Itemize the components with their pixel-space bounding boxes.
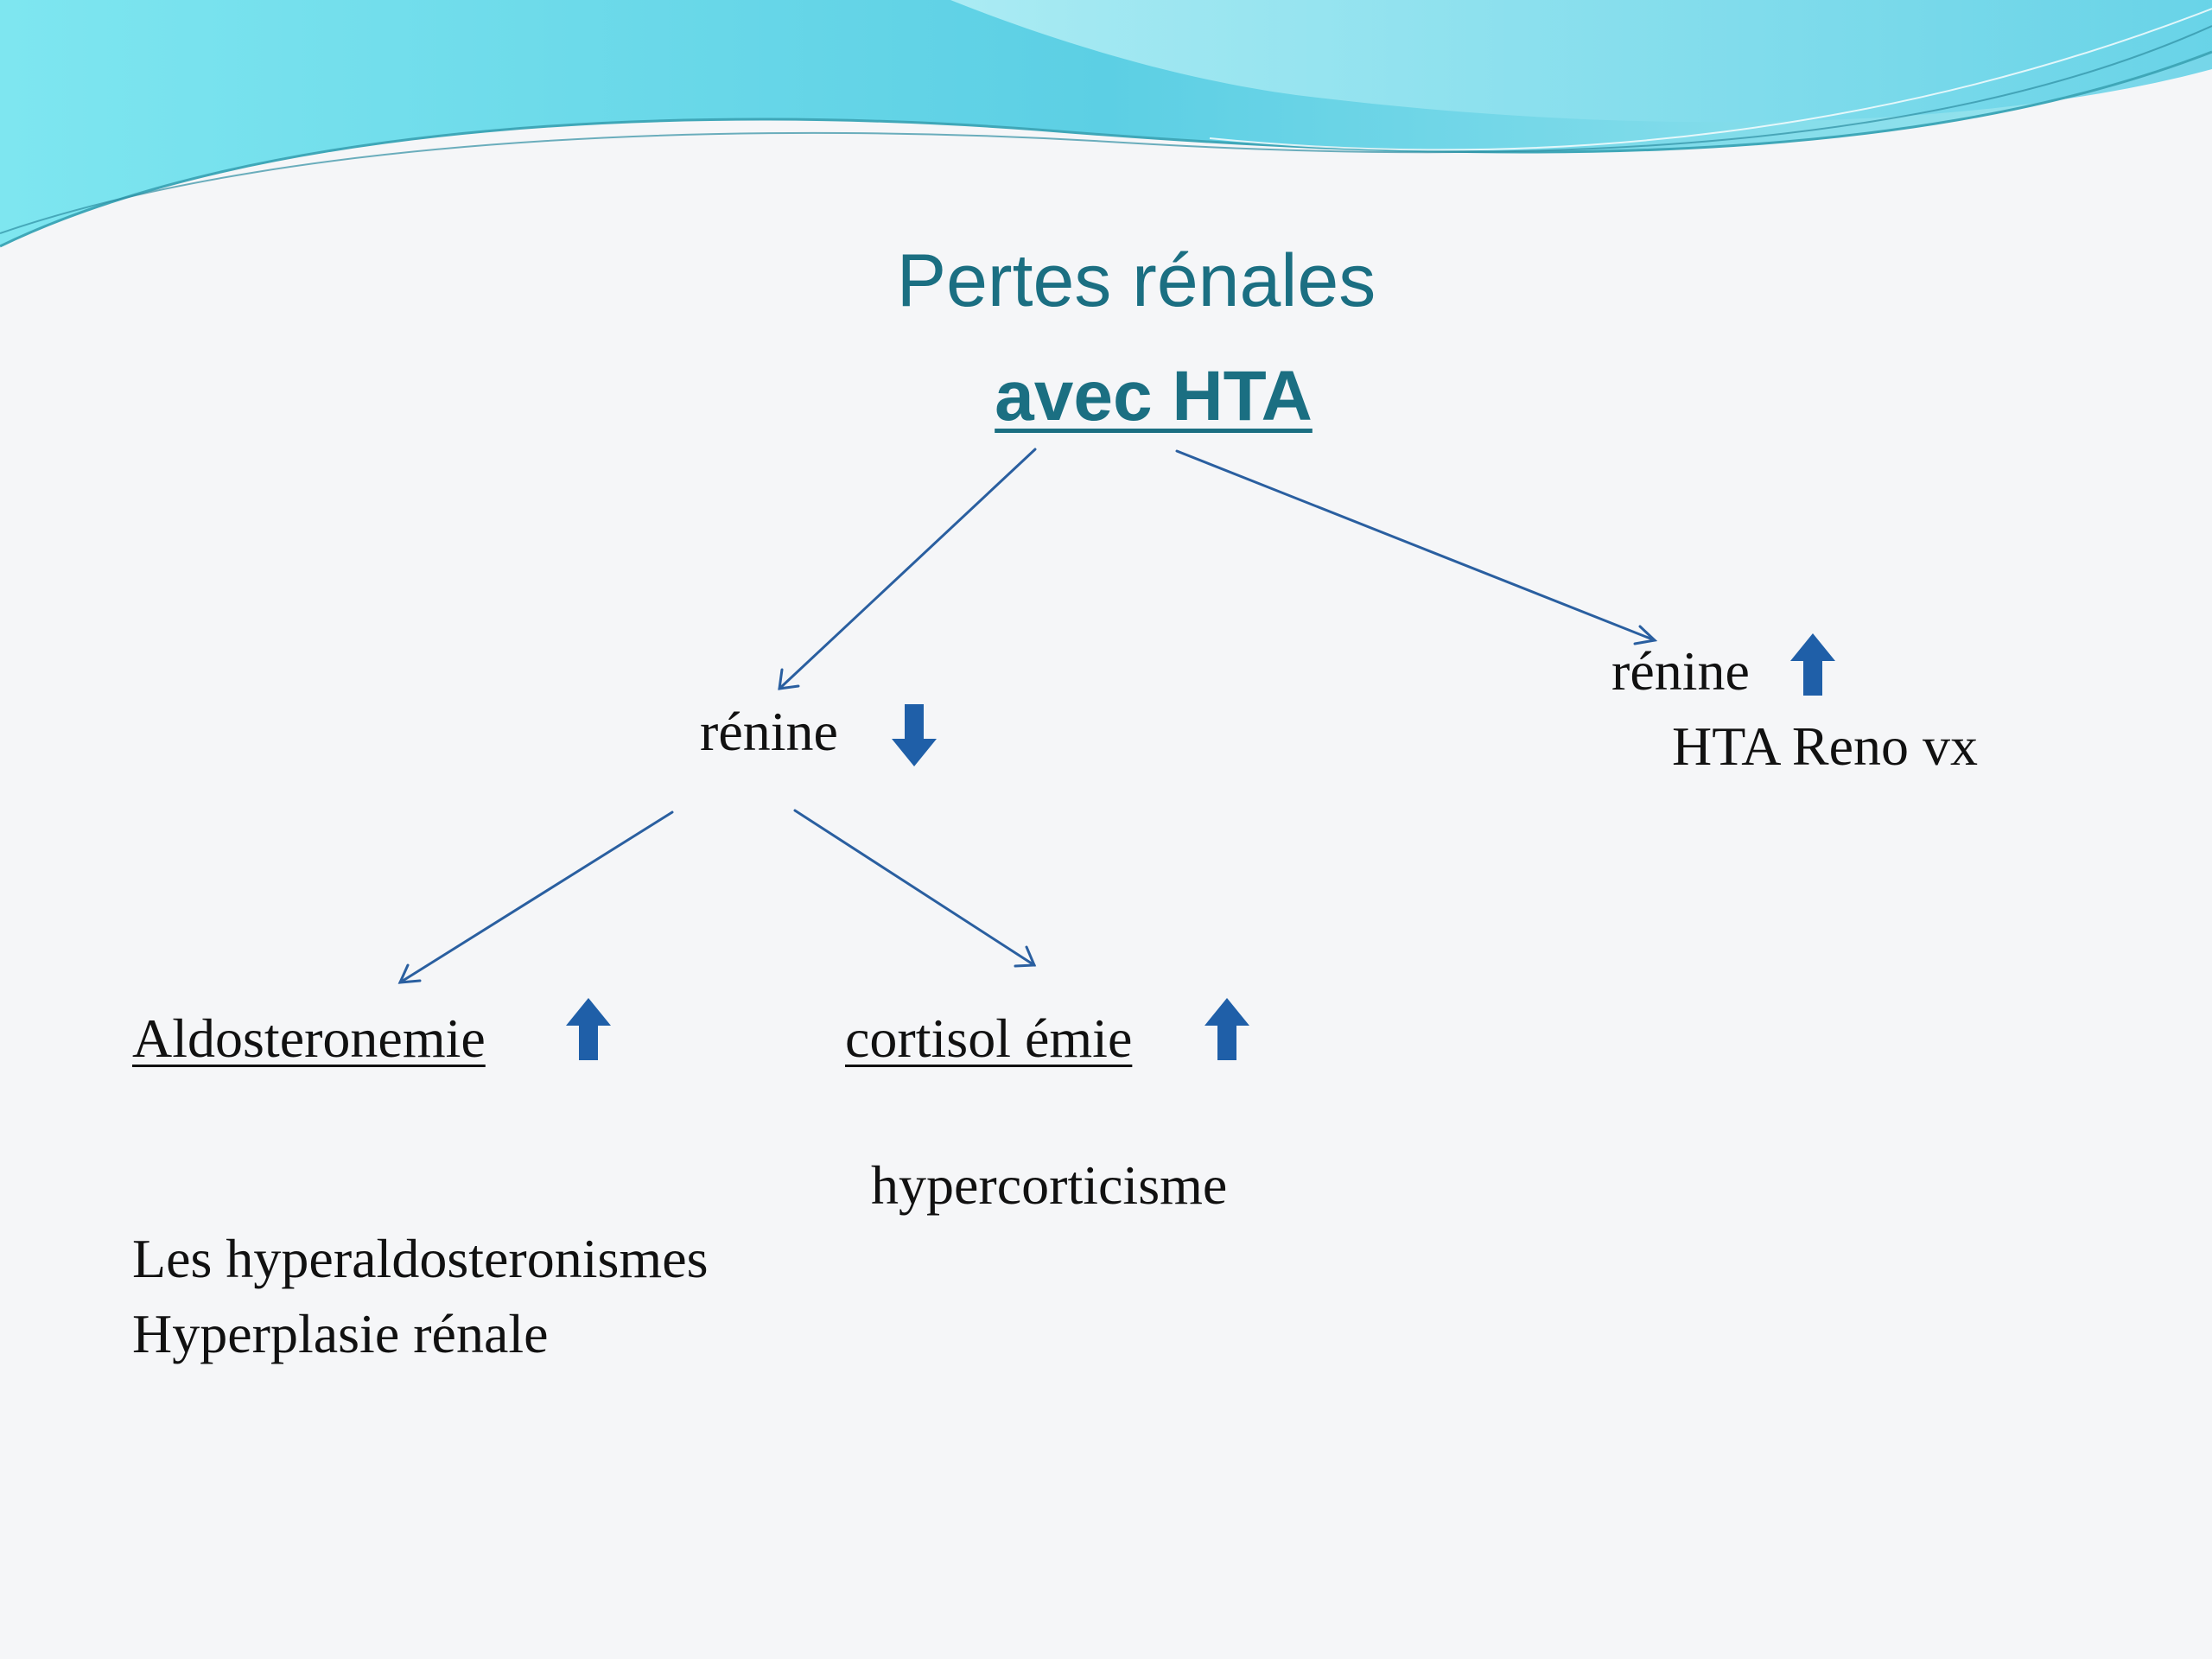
arrow-up-icon	[1790, 633, 1835, 696]
header-wave-decoration	[0, 0, 2212, 248]
arrow-down-icon	[892, 704, 937, 766]
arrow-up-icon	[1205, 998, 1249, 1060]
cortisolemie-note: hypercorticisme	[871, 1154, 1228, 1216]
arrow-up-icon	[566, 998, 611, 1060]
aldosteronemie-label: Aldosteronemie	[132, 1007, 486, 1069]
slide-title: Pertes rénales	[896, 239, 1376, 322]
renine-high-label: rénine	[1611, 640, 1750, 702]
cortisolemie-label: cortisol émie	[845, 1007, 1133, 1069]
renine-high-note: HTA Reno vx	[1672, 715, 1978, 777]
connector-head-aldosteronemie	[397, 963, 422, 984]
connector-to-cortisolemie	[793, 809, 1036, 967]
connector-head-renine-low	[778, 668, 800, 690]
hyperaldo-note-2: Hyperplasie rénale	[132, 1303, 549, 1364]
renine-low-label: rénine	[700, 701, 838, 762]
connector-to-renine-low	[778, 448, 1037, 690]
hyperaldo-note-1: Les hyperaldosteronismes	[132, 1228, 709, 1289]
slide-subtitle: avec HTA	[995, 357, 1313, 435]
connector-head-renine-high	[1633, 625, 1658, 645]
connector-head-cortisolemie	[1014, 945, 1037, 968]
connector-to-aldosteronemie	[398, 810, 674, 984]
connector-to-renine-high	[1175, 449, 1656, 642]
